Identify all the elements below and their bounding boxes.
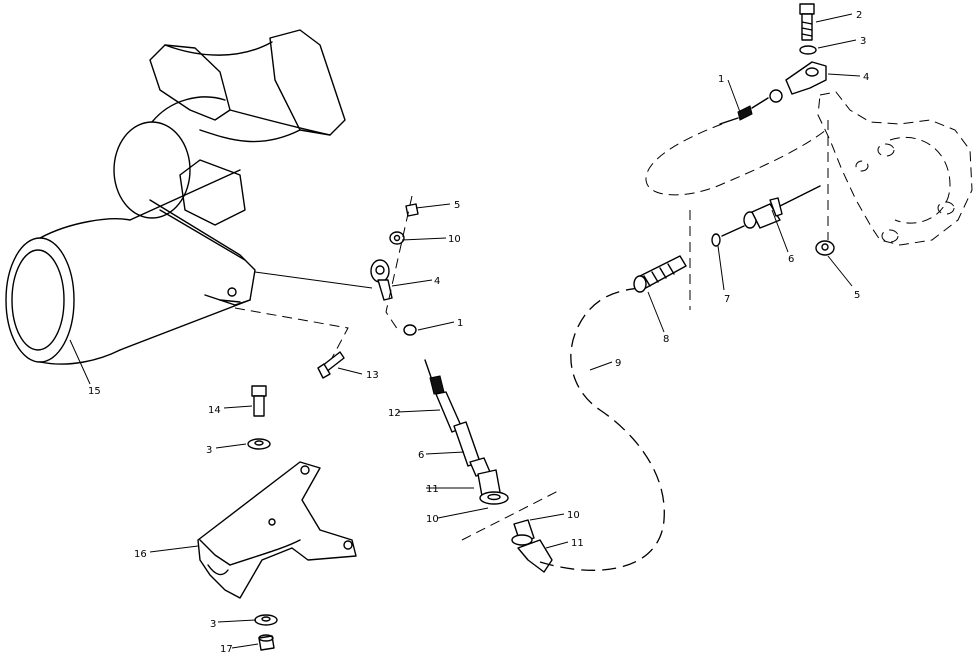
callout-10-right: 10 — [567, 510, 580, 521]
housing-assembly — [5, 29, 346, 365]
carrier-outline — [817, 91, 973, 246]
callout-4-top: 4 — [863, 72, 869, 83]
callout-11-mid: 11 — [426, 484, 439, 495]
washer-7 — [711, 233, 721, 247]
middle-fastener-stack — [370, 203, 419, 336]
callout-17: 17 — [220, 644, 233, 654]
callout-5-right: 5 — [854, 290, 860, 301]
upper-rod-end — [719, 3, 827, 125]
callout-3-left: 3 — [206, 445, 212, 456]
middle-cable — [424, 359, 509, 505]
callout-9: 9 — [615, 358, 621, 369]
bracket-16 — [197, 461, 357, 599]
callout-1-mid: 1 — [457, 318, 463, 329]
cable-9 — [539, 287, 665, 571]
callout-12: 12 — [388, 408, 401, 419]
callout-6-right: 6 — [788, 254, 794, 265]
callout-7: 7 — [724, 294, 730, 305]
nut-5-right — [815, 240, 835, 256]
washer-3-left — [247, 438, 271, 450]
callout-2: 2 — [856, 10, 862, 21]
callout-labels: 2 3 4 1 6 7 5 8 9 5 10 4 1 13 12 6 11 10… — [88, 10, 869, 654]
callout-3-bottom: 3 — [210, 619, 216, 630]
bolt-13 — [317, 351, 345, 379]
cable-end-6 — [721, 185, 821, 237]
callout-14: 14 — [208, 405, 221, 416]
callout-3-top: 3 — [860, 36, 866, 47]
callout-10-low: 10 — [426, 514, 439, 525]
callout-11-right: 11 — [571, 538, 584, 549]
bolt-14 — [251, 385, 267, 417]
callout-10-mid: 10 — [448, 234, 461, 245]
leader-lines — [69, 13, 861, 649]
callout-13: 13 — [366, 370, 379, 381]
callout-16: 16 — [134, 549, 147, 560]
callout-4-mid: 4 — [434, 276, 440, 287]
lower-fitting — [511, 519, 553, 573]
callout-15: 15 — [88, 386, 101, 397]
washer-3-bottom — [254, 614, 278, 626]
callout-6-mid: 6 — [418, 450, 424, 461]
callout-5-mid: 5 — [454, 200, 460, 211]
callout-8: 8 — [663, 334, 669, 345]
callout-1-top: 1 — [718, 74, 724, 85]
adjuster-8 — [633, 255, 687, 293]
nut-17 — [258, 634, 275, 651]
